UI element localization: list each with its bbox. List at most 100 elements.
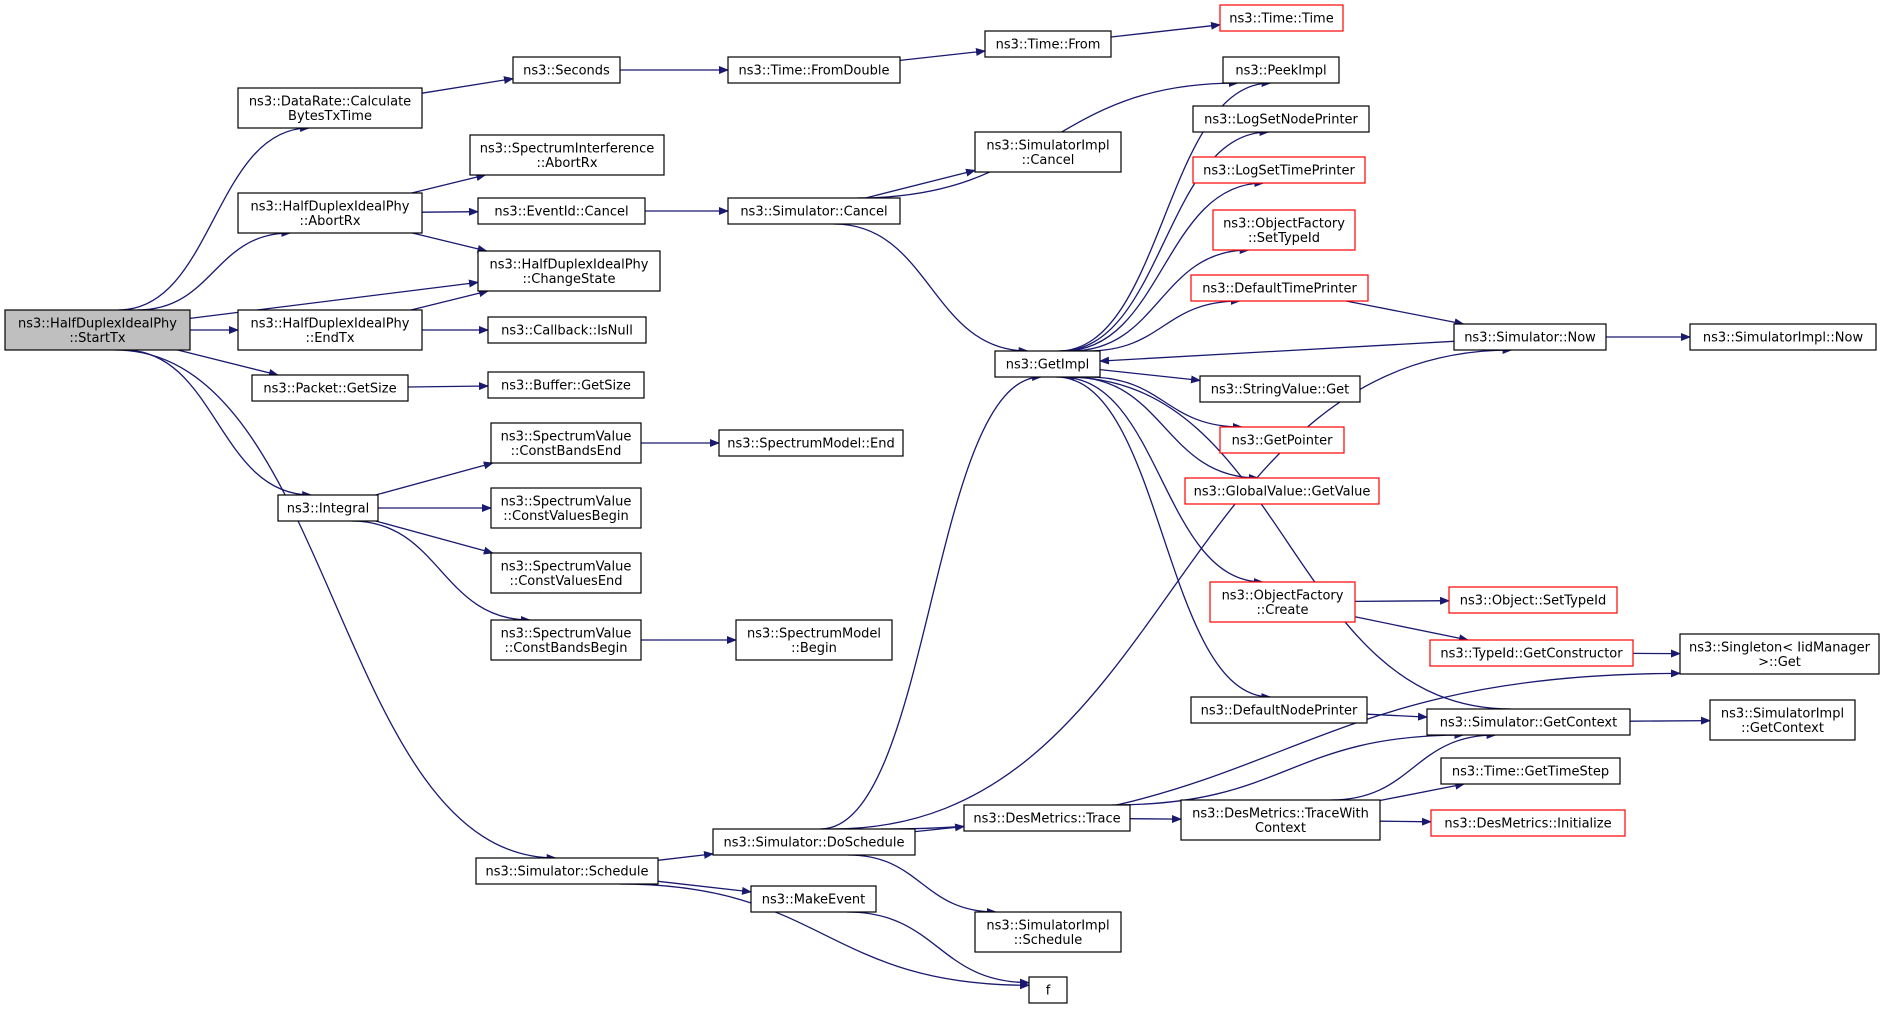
graph-node-getpointer[interactable]: ns3::GetPointer (1219, 426, 1345, 454)
graph-node-logsetnode[interactable]: ns3::LogSetNodePrinter (1192, 105, 1370, 133)
node-box[interactable] (1190, 696, 1368, 724)
graph-node-smend[interactable]: ns3::SpectrumModel::End (718, 429, 904, 457)
graph-node-ofcreate[interactable]: ns3::ObjectFactory::Create (1209, 581, 1356, 623)
graph-node-deftimeprinter[interactable]: ns3::DefaultTimePrinter (1190, 274, 1369, 302)
graph-node-changestate[interactable]: ns3::HalfDuplexIdealPhy::ChangeState (477, 250, 661, 292)
graph-node-f[interactable]: f (1028, 976, 1068, 1004)
graph-node-eventcancel[interactable]: ns3::EventId::Cancel (477, 197, 646, 225)
node-box[interactable] (963, 804, 1131, 832)
node-box[interactable] (1192, 105, 1370, 133)
node-box[interactable] (735, 619, 893, 661)
graph-node-cbandsend[interactable]: ns3::SpectrumValue::ConstBandsEnd (490, 422, 642, 464)
node-box[interactable] (1429, 639, 1634, 667)
graph-node-ofsettypeid[interactable]: ns3::ObjectFactory::SetTypeId (1212, 209, 1356, 251)
node-box[interactable] (1679, 633, 1880, 675)
node-box[interactable] (237, 87, 423, 129)
node-box[interactable] (1426, 708, 1631, 736)
graph-node-strget[interactable]: ns3::StringValue::Get (1199, 375, 1361, 403)
node-box[interactable] (277, 494, 379, 522)
graph-node-simimplcancel[interactable]: ns3::SimulatorImpl::Cancel (974, 131, 1122, 173)
graph-node-cvalbegin[interactable]: ns3::SpectrumValue::ConstValuesBegin (490, 487, 642, 529)
graph-node-timetime[interactable]: ns3::Time::Time (1219, 4, 1344, 32)
graph-node-cbandsbegin[interactable]: ns3::SpectrumValue::ConstBandsBegin (490, 619, 642, 661)
node-box[interactable] (974, 131, 1122, 173)
graph-node-integral[interactable]: ns3::Integral (277, 494, 379, 522)
node-box[interactable] (1028, 976, 1068, 1004)
graph-node-siimplnow[interactable]: ns3::SimulatorImpl::Now (1689, 323, 1877, 351)
graph-node-starttx[interactable]: ns3::HalfDuplexIdealPhy::StartTx (4, 309, 191, 351)
graph-node-getconstructor[interactable]: ns3::TypeId::GetConstructor (1429, 639, 1634, 667)
node-box[interactable] (1448, 586, 1618, 614)
graph-node-endtx[interactable]: ns3::HalfDuplexIdealPhy::EndTx (237, 309, 423, 351)
node-box[interactable] (1440, 757, 1621, 785)
node-box[interactable] (490, 552, 642, 594)
graph-node-hdabortrx[interactable]: ns3::HalfDuplexIdealPhy::AbortRx (237, 192, 423, 234)
graph-node-bufgetsize[interactable]: ns3::Buffer::GetSize (487, 371, 645, 399)
node-box[interactable] (1219, 426, 1345, 454)
graph-node-peekimpl[interactable]: ns3::PeekImpl (1222, 56, 1340, 84)
node-box[interactable] (1184, 477, 1380, 505)
graph-node-seconds[interactable]: ns3::Seconds (512, 56, 621, 84)
node-box[interactable] (477, 250, 661, 292)
graph-node-siabortrx[interactable]: ns3::SpectrumInterference::AbortRx (469, 134, 665, 176)
graph-node-desinit[interactable]: ns3::DesMetrics::Initialize (1430, 809, 1626, 837)
node-box[interactable] (1190, 274, 1369, 302)
node-box[interactable] (477, 197, 646, 225)
graph-node-gettimestep[interactable]: ns3::Time::GetTimeStep (1440, 757, 1621, 785)
node-box[interactable] (994, 350, 1101, 378)
node-box[interactable] (750, 885, 877, 913)
node-box[interactable] (469, 134, 665, 176)
node-box[interactable] (727, 56, 901, 84)
node-box[interactable] (1212, 209, 1356, 251)
node-box[interactable] (727, 197, 901, 225)
graph-node-destrace[interactable]: ns3::DesMetrics::Trace (963, 804, 1131, 832)
graph-node-siimplgetcontext[interactable]: ns3::SimulatorImpl::GetContext (1709, 699, 1856, 741)
node-box[interactable] (718, 429, 904, 457)
node-box[interactable] (487, 316, 647, 344)
graph-node-getimpl[interactable]: ns3::GetImpl (994, 350, 1101, 378)
graph-node-simgetcontext[interactable]: ns3::Simulator::GetContext (1426, 708, 1631, 736)
node-box[interactable] (974, 911, 1122, 953)
graph-node-simnow[interactable]: ns3::Simulator::Now (1453, 323, 1607, 351)
node-box[interactable] (475, 857, 659, 885)
node-box[interactable] (490, 487, 642, 529)
node-box[interactable] (490, 619, 642, 661)
node-box[interactable] (1209, 581, 1356, 623)
graph-node-timefrom[interactable]: ns3::Time::From (984, 30, 1112, 58)
graph-node-gvgetvalue[interactable]: ns3::GlobalValue::GetValue (1184, 477, 1380, 505)
node-box[interactable] (237, 309, 423, 351)
node-box[interactable] (487, 371, 645, 399)
node-box[interactable] (512, 56, 621, 84)
graph-node-isnull[interactable]: ns3::Callback::IsNull (487, 316, 647, 344)
node-box[interactable] (712, 828, 916, 856)
graph-node-logsettime[interactable]: ns3::LogSetTimePrinter (1192, 156, 1366, 184)
node-box[interactable] (1219, 4, 1344, 32)
node-box[interactable] (237, 192, 423, 234)
graph-node-makeevent[interactable]: ns3::MakeEvent (750, 885, 877, 913)
node-box[interactable] (1222, 56, 1340, 84)
node-box[interactable] (1430, 809, 1626, 837)
graph-node-doschedule[interactable]: ns3::Simulator::DoSchedule (712, 828, 916, 856)
graph-node-pktgetsize[interactable]: ns3::Packet::GetSize (251, 374, 409, 402)
node-box[interactable] (4, 309, 191, 351)
node-box[interactable] (490, 422, 642, 464)
node-box[interactable] (251, 374, 409, 402)
graph-node-schedule[interactable]: ns3::Simulator::Schedule (475, 857, 659, 885)
graph-node-defnodeprinter[interactable]: ns3::DefaultNodePrinter (1190, 696, 1368, 724)
graph-node-objsettypeid[interactable]: ns3::Object::SetTypeId (1448, 586, 1618, 614)
graph-node-smbegin[interactable]: ns3::SpectrumModel::Begin (735, 619, 893, 661)
node-box[interactable] (1689, 323, 1877, 351)
graph-node-singleton[interactable]: ns3::Singleton< IidManager >::Get (1679, 633, 1880, 675)
graph-node-fromdouble[interactable]: ns3::Time::FromDouble (727, 56, 901, 84)
node-box[interactable] (1199, 375, 1361, 403)
node-box[interactable] (1709, 699, 1856, 741)
node-box[interactable] (1192, 156, 1366, 184)
node-box[interactable] (1180, 799, 1381, 841)
graph-node-simcancel[interactable]: ns3::Simulator::Cancel (727, 197, 901, 225)
graph-node-cvalend[interactable]: ns3::SpectrumValue::ConstValuesEnd (490, 552, 642, 594)
node-box[interactable] (1453, 323, 1607, 351)
node-box[interactable] (984, 30, 1112, 58)
graph-node-siimplschedule[interactable]: ns3::SimulatorImpl::Schedule (974, 911, 1122, 953)
